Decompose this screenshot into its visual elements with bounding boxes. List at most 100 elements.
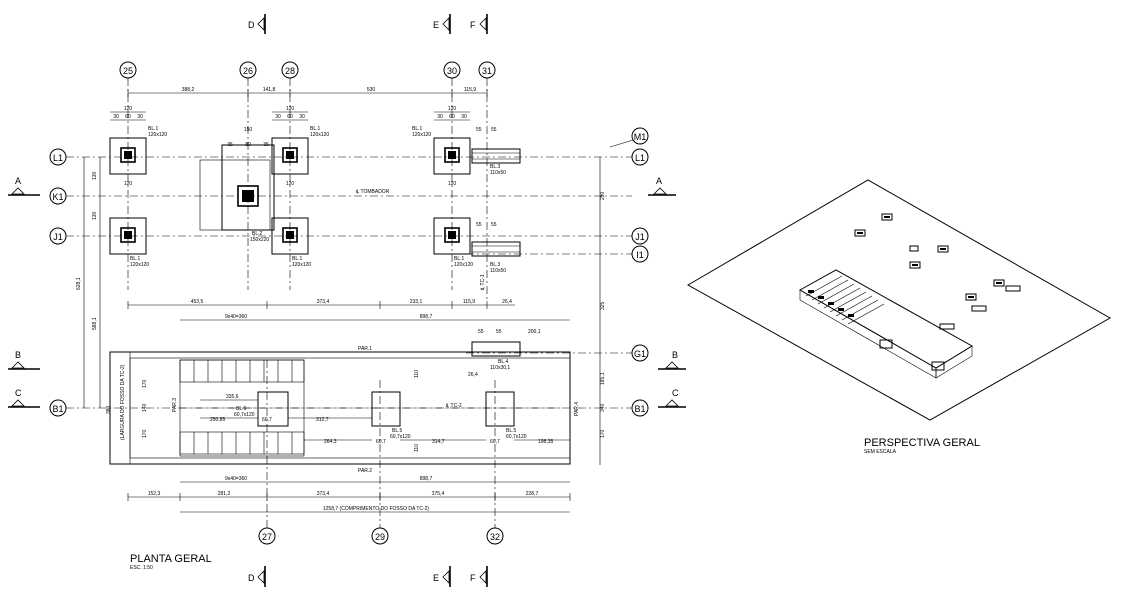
svg-text:60: 60 bbox=[287, 114, 293, 120]
stair-steps bbox=[179, 359, 305, 455]
footing-bl1-25-j1: 120 BL.1 120x120 bbox=[109, 181, 149, 268]
svg-text:31: 31 bbox=[482, 66, 492, 76]
footing-bl1-28-j1: 120 BL.1 120x120 bbox=[271, 181, 311, 268]
section-marker-f-top: F bbox=[470, 14, 488, 34]
section-marker-d-top: D bbox=[248, 14, 266, 34]
pit-outline bbox=[109, 351, 571, 465]
svg-text:26,4: 26,4 bbox=[468, 372, 478, 378]
svg-text:60,7: 60,7 bbox=[262, 417, 272, 423]
footing-bl5-b: BL.5 60,7x120 bbox=[485, 391, 527, 440]
pit-labels: PAR.1 PAR.2 PAR.3 PAR.4 ℄ TC-2 (LARGURA … bbox=[106, 346, 580, 474]
svg-text:L1: L1 bbox=[635, 153, 645, 163]
svg-text:185,1: 185,1 bbox=[600, 372, 606, 385]
grid-bubble-32: 32 bbox=[486, 380, 504, 545]
svg-text:110: 110 bbox=[414, 370, 420, 378]
svg-text:D: D bbox=[248, 573, 255, 583]
svg-text:375,4: 375,4 bbox=[432, 491, 445, 497]
svg-text:BL.3: BL.3 bbox=[490, 262, 501, 268]
svg-text:32: 32 bbox=[490, 532, 500, 542]
svg-text:115,9: 115,9 bbox=[464, 87, 476, 93]
svg-text:1258,7 (COMPRIMENTO DO FOSSO D: 1258,7 (COMPRIMENTO DO FOSSO DA TC-2) bbox=[323, 506, 430, 512]
svg-text:898,7: 898,7 bbox=[420, 476, 433, 482]
svg-text:120x120: 120x120 bbox=[148, 132, 167, 138]
svg-text:55: 55 bbox=[491, 222, 497, 228]
svg-text:290: 290 bbox=[600, 191, 606, 200]
svg-text:PAR.2: PAR.2 bbox=[358, 468, 372, 474]
svg-text:120: 120 bbox=[448, 106, 457, 112]
svg-text:29: 29 bbox=[375, 532, 385, 542]
svg-text:152,3: 152,3 bbox=[148, 491, 161, 497]
footing-bl1-30-l1: 120 30 60 30 BL.1 120x120 bbox=[412, 106, 471, 175]
svg-text:120: 120 bbox=[124, 106, 133, 112]
footing-bl1-25-l1: 120 30 60 30 BL.1 120x120 bbox=[109, 106, 167, 175]
svg-text:A: A bbox=[656, 176, 662, 186]
svg-text:530: 530 bbox=[367, 87, 376, 93]
svg-text:F: F bbox=[470, 573, 476, 583]
svg-text:PERSPECTIVA GERAL: PERSPECTIVA GERAL bbox=[864, 437, 980, 449]
svg-text:60,7x120: 60,7x120 bbox=[234, 412, 255, 418]
grid-bubble-k1-left: K1 bbox=[49, 187, 632, 205]
section-marker-b-left: B bbox=[8, 350, 40, 370]
dimension-chain-right: 290 325 185,1 340 170 bbox=[599, 157, 606, 465]
svg-text:30: 30 bbox=[447, 66, 457, 76]
grid-bubble-j1-left: J1 bbox=[49, 227, 632, 245]
svg-text:588,1: 588,1 bbox=[92, 317, 98, 330]
svg-text:373,4: 373,4 bbox=[317, 299, 330, 305]
svg-text:26: 26 bbox=[243, 66, 253, 76]
svg-text:110: 110 bbox=[414, 444, 420, 452]
svg-text:25: 25 bbox=[123, 66, 133, 76]
footing-bl2: 150 35 80 35 BL.2 150x220 bbox=[199, 127, 275, 243]
svg-text:628,1: 628,1 bbox=[76, 277, 82, 290]
section-marker-e-bottom: E bbox=[433, 566, 451, 587]
svg-text:J1: J1 bbox=[53, 232, 63, 242]
grid-bubble-i1-right: I1 bbox=[466, 245, 649, 263]
svg-text:30: 30 bbox=[461, 114, 467, 120]
svg-text:60: 60 bbox=[449, 114, 455, 120]
svg-text:200,1: 200,1 bbox=[528, 329, 541, 335]
svg-text:170: 170 bbox=[600, 429, 606, 438]
svg-text:120: 120 bbox=[448, 181, 457, 187]
svg-text:30: 30 bbox=[275, 114, 281, 120]
grid-bubble-29: 29 bbox=[371, 380, 389, 545]
svg-text:BL.1: BL.1 bbox=[454, 256, 465, 262]
svg-text:120: 120 bbox=[286, 106, 295, 112]
svg-text:℄ TC-1: ℄ TC-1 bbox=[480, 274, 486, 291]
grid-bubble-l1-right: L1 bbox=[631, 148, 649, 166]
svg-text:D: D bbox=[248, 20, 255, 30]
svg-text:60,7x120: 60,7x120 bbox=[390, 434, 411, 440]
svg-text:B: B bbox=[672, 350, 678, 360]
svg-text:453,5: 453,5 bbox=[191, 299, 204, 305]
svg-text:380: 380 bbox=[106, 405, 112, 414]
svg-text:55: 55 bbox=[476, 222, 482, 228]
svg-text:℄ TOMBADOR: ℄ TOMBADOR bbox=[355, 189, 390, 195]
svg-text:60,7: 60,7 bbox=[376, 439, 386, 445]
svg-text:28: 28 bbox=[285, 66, 295, 76]
grid-bubble-31: 31 bbox=[478, 61, 496, 300]
svg-text:35: 35 bbox=[227, 142, 233, 148]
svg-text:170: 170 bbox=[142, 379, 148, 388]
svg-text:K1: K1 bbox=[52, 192, 63, 202]
dimension-chain-top: 388,2 141,8 530 115,9 bbox=[127, 87, 488, 97]
svg-text:35: 35 bbox=[263, 142, 269, 148]
footing-bl1-30-j1: 120 BL.1 120x120 bbox=[433, 181, 473, 268]
svg-text:55: 55 bbox=[491, 127, 497, 133]
svg-text:E: E bbox=[433, 573, 439, 583]
svg-text:(LARGURA DO FOSSO DA TC-2): (LARGURA DO FOSSO DA TC-2) bbox=[120, 364, 126, 440]
section-marker-a-right: A bbox=[648, 176, 676, 196]
svg-text:BL.5: BL.5 bbox=[392, 428, 403, 434]
svg-text:L1: L1 bbox=[53, 153, 63, 163]
svg-text:120: 120 bbox=[286, 181, 295, 187]
grid-bubble-26: 26 bbox=[239, 61, 257, 290]
svg-text:115,9: 115,9 bbox=[463, 299, 475, 305]
svg-text:110x50: 110x50 bbox=[490, 268, 506, 274]
pit-interior-dimensions: 335,6 250,85 60,7 312,7 264,3 60,7 314,7… bbox=[200, 394, 570, 445]
svg-text:I1: I1 bbox=[636, 250, 644, 260]
svg-text:SEM ESCALA: SEM ESCALA bbox=[864, 449, 897, 455]
section-marker-d-bottom: D bbox=[248, 566, 266, 587]
svg-text:BL.6: BL.6 bbox=[236, 406, 247, 412]
svg-text:314,7: 314,7 bbox=[432, 439, 445, 445]
section-marker-b-right: B bbox=[658, 350, 686, 370]
svg-text:BL.1: BL.1 bbox=[130, 256, 141, 262]
svg-text:B1: B1 bbox=[634, 404, 645, 414]
svg-text:A: A bbox=[15, 176, 21, 186]
